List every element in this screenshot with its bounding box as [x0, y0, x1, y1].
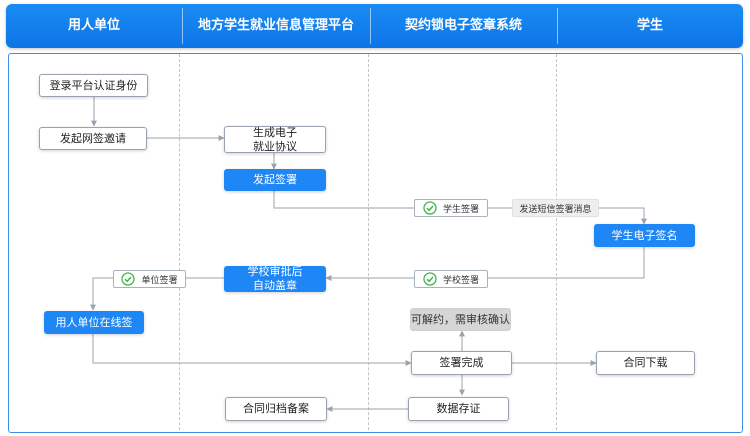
sms-notice-tag: 发送短信签署消息 — [512, 199, 599, 217]
lane-separator — [556, 54, 557, 430]
school-approve-node: 学校审批后 自动盖章 — [224, 265, 326, 292]
generate-agreement-node: 生成电子 就业协议 — [224, 126, 326, 153]
lane-separator — [179, 54, 180, 430]
cancelable-review-node: 可解约，需审核确认 — [410, 308, 511, 331]
employer-signed-tag: 单位签署 — [113, 270, 186, 288]
send-invitation-node: 发起网签邀请 — [39, 127, 147, 150]
lane-header-platform: 地方学生就业信息管理平台 — [197, 18, 354, 33]
header-divider — [557, 8, 558, 44]
header-divider — [182, 8, 183, 44]
student-signed-tag: 学生签署 — [414, 199, 488, 217]
lane-header-esign-system: 契约锁电子签章系统 — [404, 18, 522, 33]
contract-download-node: 合同下载 — [596, 351, 695, 375]
data-evidence-node: 数据存证 — [408, 397, 509, 421]
school-signed-tag: 学校签署 — [414, 270, 488, 288]
check-circle-icon — [121, 272, 136, 286]
swimlane-header: 用人单位 地方学生就业信息管理平台 契约锁电子签章系统 学生 — [6, 4, 743, 48]
signing-complete-node: 签署完成 — [411, 351, 512, 375]
check-circle-icon — [423, 201, 437, 215]
contract-archive-node: 合同归档备案 — [225, 397, 327, 421]
lane-header-employer: 用人单位 — [67, 18, 120, 33]
check-circle-icon — [423, 272, 437, 286]
student-esign-node: 学生电子签名 — [594, 224, 695, 247]
lane-separator — [368, 54, 369, 430]
start-signing-node: 发起签署 — [224, 169, 326, 191]
login-auth-node: 登录平台认证身份 — [39, 74, 148, 97]
header-divider — [370, 8, 371, 44]
lane-header-student: 学生 — [636, 18, 663, 33]
employer-online-sign-node: 用人单位在线签 — [44, 311, 144, 334]
